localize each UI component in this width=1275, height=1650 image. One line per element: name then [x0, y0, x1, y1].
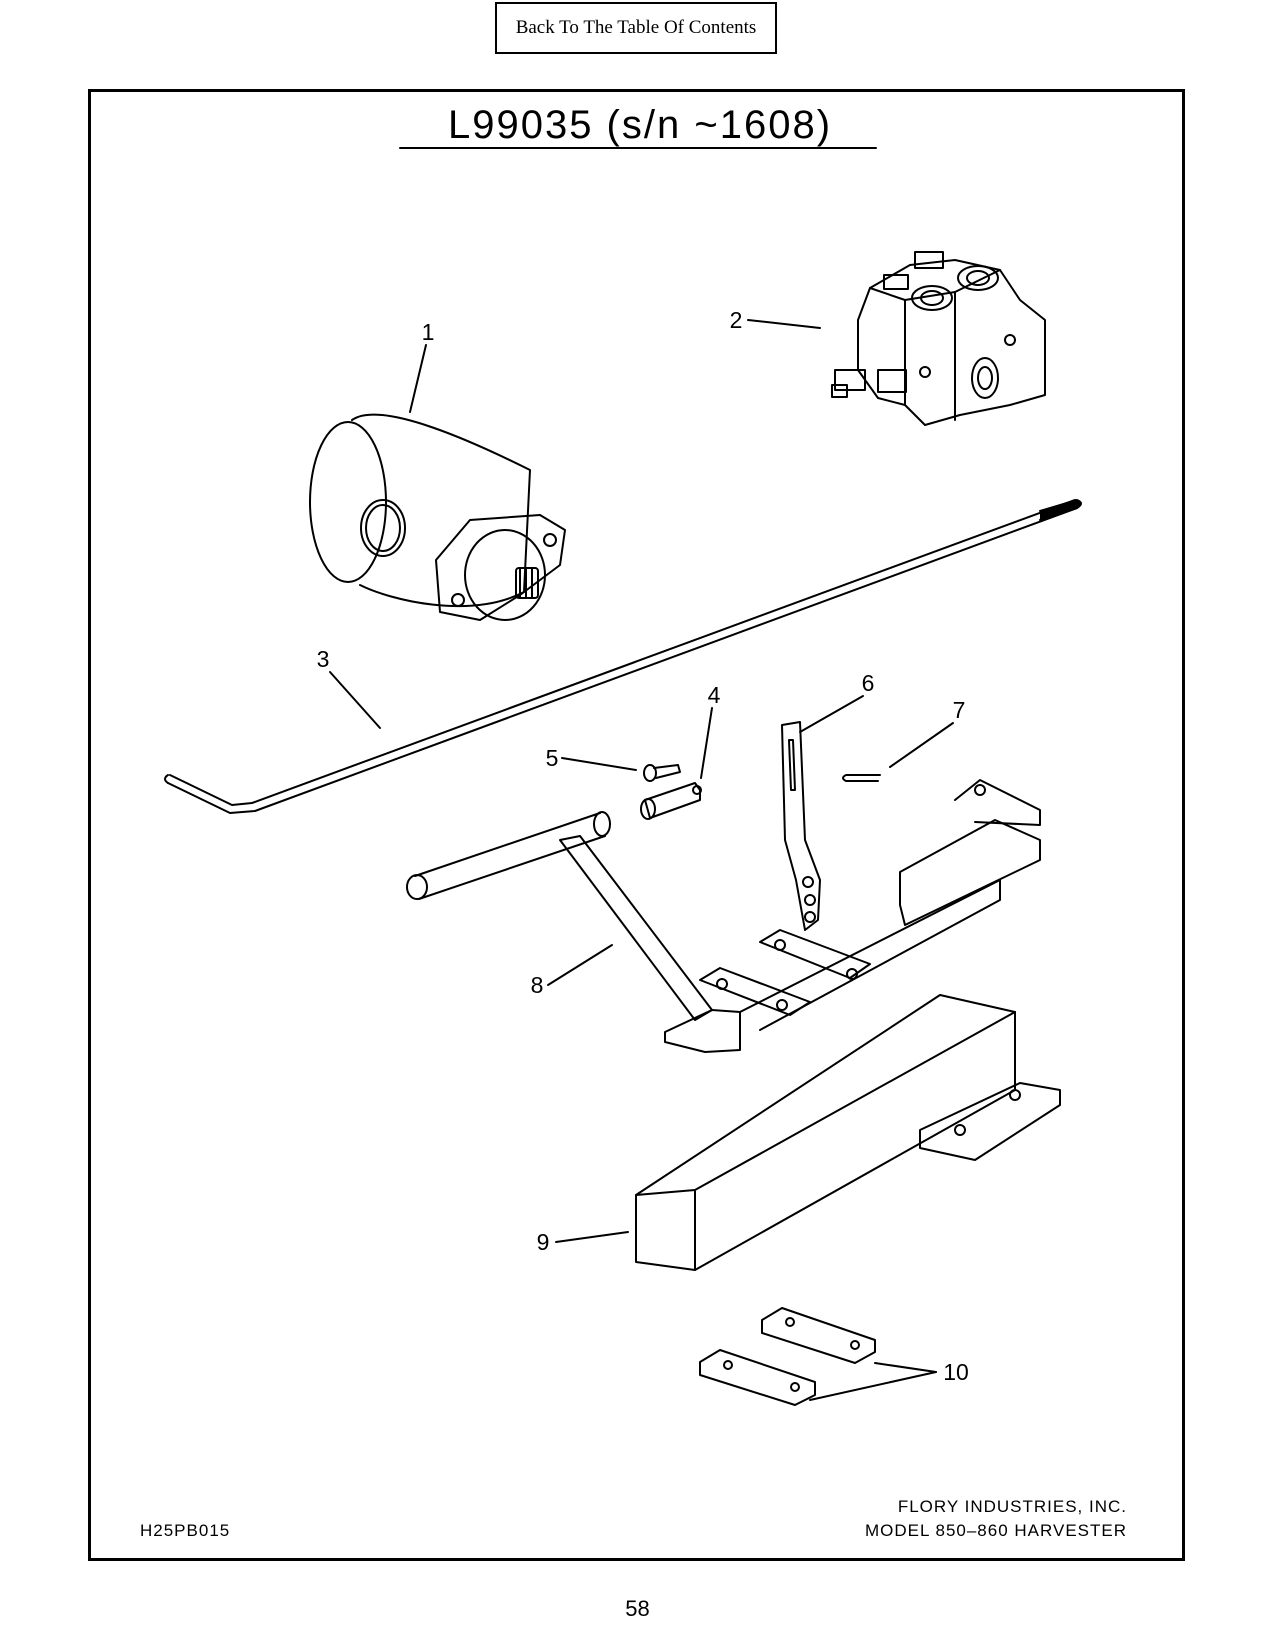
part-1-hydraulic-motor [309, 413, 566, 621]
part-3-control-rod [164, 499, 1082, 814]
part-10-plates [699, 1307, 876, 1406]
callout-4: 4 [708, 682, 721, 708]
callout-7: 7 [953, 697, 966, 723]
drawing-title: L99035 (s/n ~1608) [448, 103, 832, 147]
callout-6: 6 [862, 670, 875, 696]
drawing-number: H25PB015 [140, 1521, 230, 1540]
part-5-clevis-pin [643, 764, 681, 782]
callout-5: 5 [546, 745, 559, 771]
drawing-frame [88, 89, 1185, 1561]
page-number: 58 [625, 1596, 650, 1621]
callout-9: 9 [537, 1229, 550, 1255]
leader-lines [329, 319, 954, 1401]
part-4-clevis [640, 782, 702, 820]
part-9-square-tube [635, 994, 1061, 1271]
part-7-clip [842, 774, 881, 782]
callout-10: 10 [943, 1359, 969, 1385]
part-8-lever-frame [406, 779, 1041, 1053]
callout-3: 3 [317, 646, 330, 672]
part-6-linkage-arm [781, 721, 821, 931]
company-name: FLORY INDUSTRIES, INC. [898, 1497, 1127, 1516]
model-name: MODEL 850–860 HARVESTER [865, 1521, 1127, 1540]
back-to-toc-button[interactable]: Back To The Table Of Contents [495, 2, 777, 54]
callouts: 1 2 3 4 5 6 7 8 9 10 [317, 307, 969, 1385]
part-2-control-valve [831, 251, 1046, 426]
callout-1: 1 [422, 319, 435, 345]
callout-2: 2 [730, 307, 743, 333]
callout-8: 8 [531, 972, 544, 998]
